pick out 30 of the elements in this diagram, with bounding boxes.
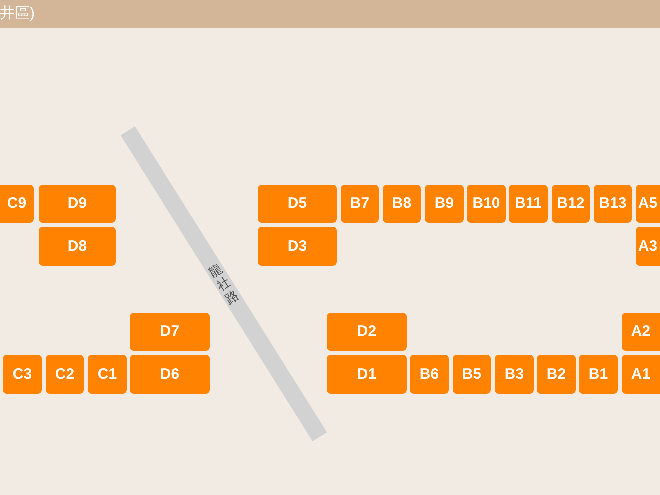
parking-space: D1 <box>327 355 407 394</box>
parking-space: D5 <box>258 185 337 223</box>
parking-space: B8 <box>383 185 421 223</box>
parking-space: B2 <box>537 355 576 394</box>
parking-space: B11 <box>509 185 548 223</box>
parking-space: D9 <box>39 185 116 223</box>
parking-space: A1 <box>622 355 660 394</box>
parking-space: B10 <box>467 185 506 223</box>
parking-space: D7 <box>130 313 210 351</box>
parking-space: D2 <box>327 313 407 351</box>
parking-space: C1 <box>88 355 127 394</box>
parking-space: C3 <box>3 355 42 394</box>
parking-space: A2 <box>622 313 660 351</box>
road-name: 龍社路 <box>205 260 243 308</box>
page-title: 井區) <box>0 5 35 23</box>
parking-space: D6 <box>130 355 210 394</box>
parking-space: B12 <box>552 185 590 223</box>
parking-space: A5 <box>636 185 660 223</box>
parking-space: C9 <box>0 185 34 223</box>
parking-space: D3 <box>258 227 337 266</box>
parking-space: B9 <box>425 185 464 223</box>
parking-space: B13 <box>594 185 632 223</box>
parking-space: D8 <box>39 227 116 266</box>
parking-space: B3 <box>495 355 534 394</box>
parking-space: B5 <box>453 355 491 394</box>
parking-space: C2 <box>46 355 84 394</box>
parking-space: A3 <box>636 227 660 266</box>
parking-space: B6 <box>410 355 449 394</box>
parking-space: B7 <box>341 185 379 223</box>
parking-space: B1 <box>579 355 618 394</box>
